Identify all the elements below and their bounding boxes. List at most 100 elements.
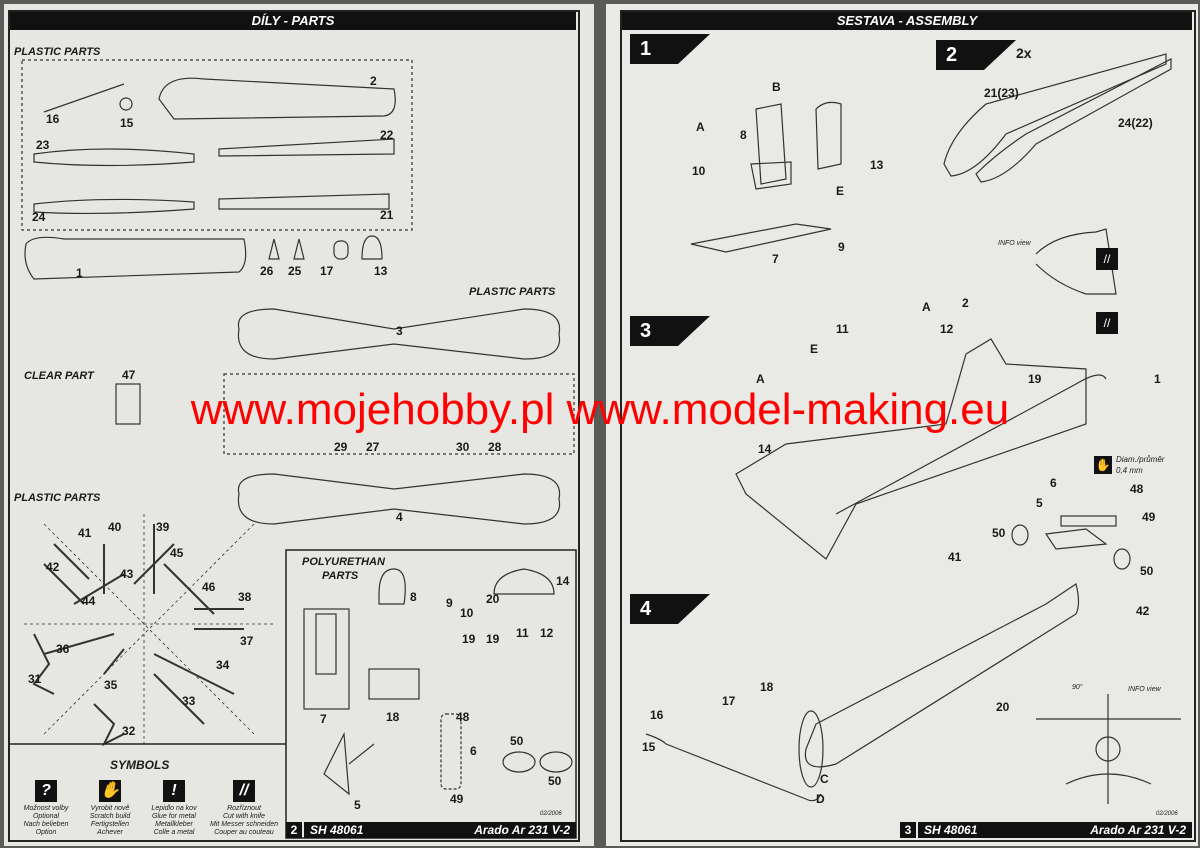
symbol-text: Rozříznout (227, 805, 261, 812)
parts-header: DÍLY - PARTS (10, 12, 576, 30)
part-number: 13 (374, 264, 388, 278)
part-letter: D (816, 792, 825, 806)
part-letter: A (922, 300, 931, 314)
part-15 (119, 97, 133, 111)
fuselage-step-3 (735, 338, 1087, 560)
part-8 (378, 568, 406, 605)
part-number: 4 (396, 510, 403, 524)
symbol-text: Lepidlo na kov (151, 805, 197, 812)
assembly-header: SESTAVA - ASSEMBLY (622, 12, 1192, 30)
elevator-6 (1060, 515, 1117, 527)
part-number: 42 (1136, 604, 1150, 618)
page-number: 2 (286, 822, 302, 838)
part-number: 41 (78, 526, 92, 540)
kit-code: SH 48061 (310, 823, 364, 837)
symbol-text: Mit Messer schneiden (209, 821, 279, 828)
symbol-text: Couper au couteau (214, 829, 274, 836)
print-date: 02/2006 (540, 811, 562, 817)
part-number: 36 (56, 642, 70, 656)
part-number: 21(23) (984, 86, 1019, 100)
part-number: 50 (510, 734, 524, 748)
part-number: 17 (320, 264, 334, 278)
part-letter: A (696, 120, 705, 134)
part-number: 38 (238, 590, 252, 604)
floor-7 (690, 223, 832, 253)
part-number: 19 (486, 632, 500, 646)
part-number: 49 (450, 792, 464, 806)
part-number: 3 (396, 324, 403, 338)
propeller-16 (645, 733, 822, 802)
part-number: 8 (410, 590, 417, 604)
part-number: 32 (122, 724, 136, 738)
part-7 (303, 608, 350, 710)
part-number: 12 (940, 322, 954, 336)
part-number: 50 (992, 526, 1006, 540)
footer-bar: SH 48061 Arado Ar 231 V-2 (304, 822, 576, 838)
part-number: 18 (386, 710, 400, 724)
symbol-text: Glue for metal (152, 813, 196, 820)
part-number: 7 (320, 712, 327, 726)
symbol-text: Option (35, 829, 57, 836)
part-number: 10 (460, 606, 474, 620)
page-number: 3 (900, 822, 916, 838)
part-number: 5 (1036, 496, 1043, 510)
part-number: 7 (772, 252, 779, 266)
part-21 (218, 193, 390, 210)
part-number: 34 (216, 658, 230, 672)
part-number: 23 (36, 138, 50, 152)
symbol-text: Vyrobit nově (90, 805, 130, 812)
part-14 (493, 568, 555, 595)
assembly-drawings (645, 53, 1181, 804)
part-number: 1 (1154, 372, 1161, 386)
info-view-label: INFO view (1128, 686, 1161, 693)
angle-label: 90° (1072, 684, 1083, 691)
part-number: 27 (366, 440, 380, 454)
section-label: PARTS (322, 570, 359, 582)
part-number: 41 (948, 550, 962, 564)
part-number: 39 (156, 520, 170, 534)
part-number: 43 (120, 567, 134, 581)
part-number: 28 (488, 440, 502, 454)
parts-drawings (10, 59, 577, 839)
question-icon: ? (35, 780, 57, 802)
hand-icon: ✋ (1094, 456, 1112, 474)
part-number: 19 (462, 632, 476, 646)
section-label: POLYURETHAN (302, 556, 385, 568)
part-number: 20 (486, 592, 500, 606)
part-number: 17 (722, 694, 736, 708)
part-number: 1 (76, 266, 83, 280)
part-number: 42 (46, 560, 60, 574)
info-view-front (1036, 694, 1181, 804)
part-number: 44 (82, 594, 96, 608)
part-number: 15 (120, 116, 134, 130)
diameter-label: Diam./průměr (1116, 455, 1165, 464)
part-number: 35 (104, 678, 118, 692)
part-number: 50 (548, 774, 562, 788)
part-number: 33 (182, 694, 196, 708)
part-24 (33, 198, 195, 215)
part-16 (43, 83, 125, 113)
part-number: 48 (1130, 482, 1144, 496)
part-number: 24 (32, 210, 46, 224)
kit-code: SH 48061 (924, 823, 978, 837)
symbol-text: Colle a metal (153, 829, 195, 836)
part-50a (502, 751, 536, 773)
part-number: 46 (202, 580, 216, 594)
part-letter: E (836, 184, 845, 198)
part-number: 19 (1028, 372, 1042, 386)
part-number: 15 (642, 740, 656, 754)
parts-page: DÍLY - PARTS (4, 4, 594, 846)
part-number: 12 (540, 626, 554, 640)
section-label: CLEAR PART (24, 370, 94, 382)
part-17 (333, 240, 349, 260)
part-50b (539, 751, 573, 773)
knife-icon: // (1096, 312, 1118, 334)
part-number: 26 (260, 264, 274, 278)
fuselage-step-4 (804, 583, 1080, 768)
footer-bar: SH 48061 Arado Ar 231 V-2 (918, 822, 1192, 838)
section-label: PLASTIC PARTS (14, 492, 101, 504)
part-18 (368, 668, 420, 700)
watermark: www.mojehobby.pl www.model-making.eu (190, 385, 1010, 434)
